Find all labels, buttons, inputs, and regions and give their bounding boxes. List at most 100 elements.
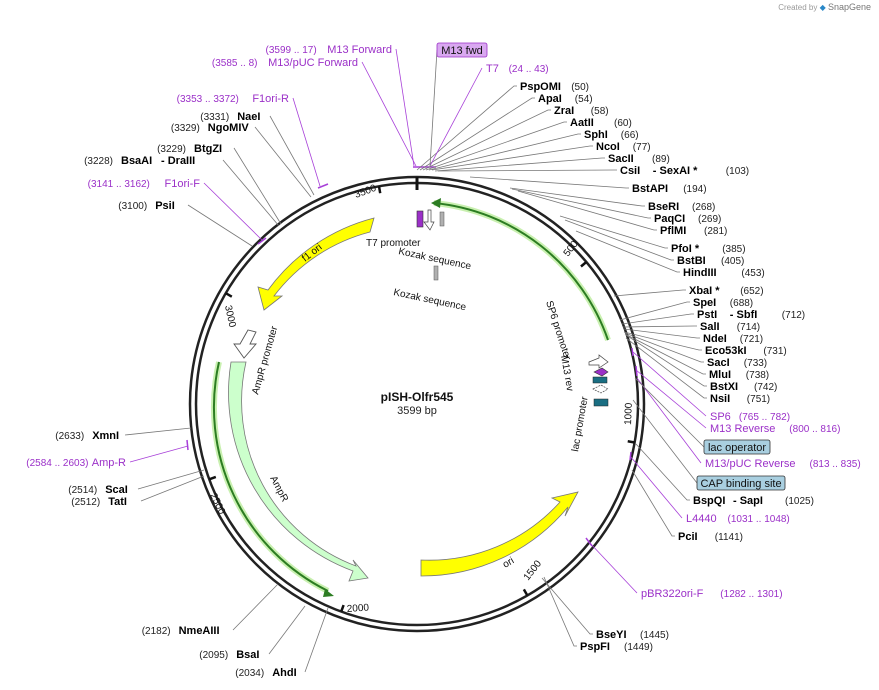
tick-mark-1500 xyxy=(522,588,529,597)
primer-l4440[interactable]: L4440 xyxy=(686,513,717,525)
enzyme-btgzi[interactable]: BtgZI xyxy=(194,143,222,155)
enzyme-bstxi[interactable]: BstXI xyxy=(710,381,738,393)
leader-pcii xyxy=(631,469,675,537)
ori-label: ori xyxy=(501,556,516,571)
enzyme-bseyi[interactable]: BseYI xyxy=(596,629,627,641)
enzyme-pspomi[interactable]: PspOMI xyxy=(520,81,561,93)
arc-t7-sp6 xyxy=(433,202,609,341)
enzyme-sphi[interactable]: SphI xyxy=(584,129,608,141)
enzyme-psti[interactable]: PstI xyxy=(697,309,717,321)
enzyme-pos-28: (1449) xyxy=(624,642,653,653)
primer-leader-pbr322orif xyxy=(588,541,638,594)
enzyme-pos-0: (50) xyxy=(571,82,589,93)
kozak-mark-2 xyxy=(433,265,439,281)
enzyme-pfoi[interactable]: PfoI * xyxy=(671,243,700,255)
tick-label-500: 500 xyxy=(562,239,581,259)
lac-promoter-arrow xyxy=(592,384,609,394)
sp6-promoter-arrow xyxy=(588,354,609,369)
box-label-lacoperator: lac operator xyxy=(708,442,766,454)
enzyme-pos-34: (2633) xyxy=(55,431,84,442)
enzyme-eco53ki[interactable]: Eco53kI xyxy=(705,345,747,357)
enzyme-pos-14: (453) xyxy=(741,268,764,279)
tick-mark-2500 xyxy=(208,475,217,481)
leader-nsii xyxy=(625,337,707,399)
enzyme-ahdi[interactable]: AhdI xyxy=(272,667,296,679)
primer-t7[interactable]: T7 xyxy=(486,63,499,75)
ampr-arrow xyxy=(228,361,369,582)
tick-mark-3000 xyxy=(225,292,233,298)
tick-mark-1000 xyxy=(627,440,635,444)
enzyme-ngomiv[interactable]: NgoMIV xyxy=(208,122,250,134)
box-capbindingsite[interactable] xyxy=(696,475,786,491)
enzyme-apai[interactable]: ApaI xyxy=(538,93,562,105)
box-lacoperator[interactable] xyxy=(703,439,771,455)
feature-f1-ori[interactable]: f1 ori xyxy=(257,217,375,311)
enzyme-alt-17[interactable]: - SbfI xyxy=(730,309,758,321)
enzyme-alt-36[interactable]: - DraIII xyxy=(161,155,195,167)
enzyme-pcii[interactable]: PciI xyxy=(678,531,698,543)
primer-sp6[interactable]: SP6 xyxy=(710,411,731,423)
primer-m13reverse[interactable]: M13 Reverse xyxy=(710,423,775,435)
enzyme-pos-17: (712) xyxy=(782,310,805,321)
enzyme-alt-7[interactable]: - SexAI * xyxy=(653,165,698,177)
enzyme-sacii[interactable]: SacII xyxy=(608,153,634,165)
primer-range-t7: (24 .. 43) xyxy=(509,64,549,75)
primer-m13pucforward[interactable]: M13/pUC Forward xyxy=(268,57,358,69)
enzyme-bseri[interactable]: BseRI xyxy=(648,201,679,213)
box-m13fwd[interactable] xyxy=(436,42,488,58)
enzyme-alt-25[interactable]: - SapI xyxy=(733,495,763,507)
enzyme-pflmi[interactable]: PflMI xyxy=(660,225,686,237)
primer-m13pucreverse[interactable]: M13/pUC Reverse xyxy=(705,458,795,470)
enzyme-xmni[interactable]: XmnI xyxy=(92,430,119,442)
cap-binding-mark xyxy=(593,398,609,407)
primer-range-l4440: (1031 .. 1048) xyxy=(728,514,790,525)
enzyme-pos-21: (733) xyxy=(744,358,767,369)
enzyme-spei[interactable]: SpeI xyxy=(693,297,716,309)
primer-m13forward[interactable]: M13 Forward xyxy=(327,44,392,56)
tick-mark-3500 xyxy=(377,186,382,194)
enzyme-pos-30: (2095) xyxy=(199,650,228,661)
enzyme-hindiii[interactable]: HindIII xyxy=(683,267,717,279)
primer-range-ampr: (2584 .. 2603) xyxy=(26,458,88,469)
enzyme-paqci[interactable]: PaqCI xyxy=(654,213,685,225)
enzyme-pos-16: (688) xyxy=(730,298,753,309)
enzyme-scai[interactable]: ScaI xyxy=(105,484,128,496)
enzyme-aatii[interactable]: AatII xyxy=(570,117,594,129)
arc-ampr-head xyxy=(323,589,334,597)
enzyme-bspqi[interactable]: BspQI xyxy=(693,495,725,507)
enzyme-pspfi[interactable]: PspFI xyxy=(580,641,610,653)
leader-psti xyxy=(621,313,694,325)
top-small-features: T7 promoter Kozak sequence Kozak sequenc… xyxy=(366,209,472,313)
tick-label-3000: 3000 xyxy=(222,304,237,328)
enzyme-bstbi[interactable]: BstBI xyxy=(677,255,706,267)
enzyme-bstapi[interactable]: BstAPI xyxy=(632,183,668,195)
primer-f1orir[interactable]: F1ori-R xyxy=(252,93,289,105)
enzyme-bsaai[interactable]: BsaAI xyxy=(121,155,152,167)
enzyme-tati[interactable]: TatI xyxy=(108,496,127,508)
enzyme-pos-31: (2182) xyxy=(142,626,171,637)
feature-ori[interactable]: ori xyxy=(420,491,579,577)
leader-pspomi xyxy=(416,85,517,171)
primer-ampr[interactable]: Amp-R xyxy=(92,457,126,469)
leader-saci xyxy=(624,332,704,363)
enzyme-psii[interactable]: PsiI xyxy=(155,200,175,212)
leader-sphi xyxy=(428,133,581,171)
enzyme-ncoi[interactable]: NcoI xyxy=(596,141,620,153)
snapgene-credit: Created by ◆ SnapGene xyxy=(778,2,871,12)
leader-mlui xyxy=(624,333,706,375)
enzyme-pos-20: (731) xyxy=(763,346,786,357)
enzyme-saci[interactable]: SacI xyxy=(707,357,730,369)
enzyme-bsai[interactable]: BsaI xyxy=(236,649,259,661)
enzyme-sali[interactable]: SalI xyxy=(700,321,720,333)
enzyme-csii[interactable]: CsiI xyxy=(620,165,640,177)
enzyme-nsii[interactable]: NsiI xyxy=(710,393,730,405)
primer-pbr322orif[interactable]: pBR322ori-F xyxy=(641,588,704,600)
primer-f1orif[interactable]: F1ori-F xyxy=(165,178,201,190)
enzyme-ndei[interactable]: NdeI xyxy=(703,333,727,345)
enzyme-nmeaiii[interactable]: NmeAIII xyxy=(179,625,220,637)
enzyme-xbai[interactable]: XbaI * xyxy=(689,285,720,297)
enzyme-zrai[interactable]: ZraI xyxy=(554,105,574,117)
enzyme-mlui[interactable]: MluI xyxy=(709,369,731,381)
enzyme-naei[interactable]: NaeI xyxy=(237,111,260,123)
tick-label-2000: 2000 xyxy=(346,602,369,615)
